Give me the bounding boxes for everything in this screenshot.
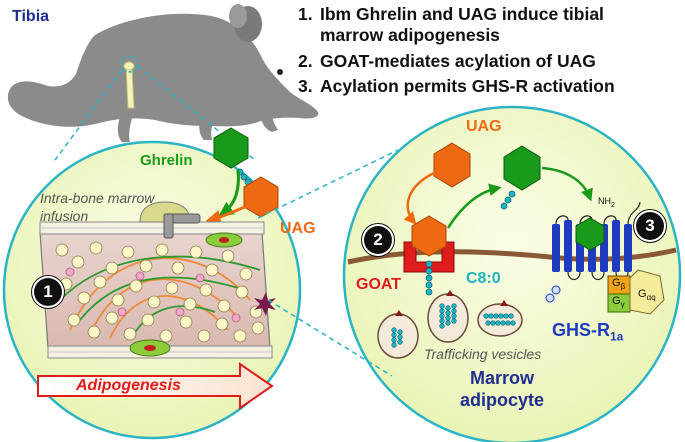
ghrelin-arrow-left (218, 169, 240, 217)
ghsr-text: GHS-R (552, 320, 610, 340)
step-3-number: 3. (298, 76, 313, 96)
ghrelin-hexagon-left (213, 127, 256, 191)
uag-hexagon-right-top (433, 142, 471, 188)
nh2-subscript: 2 (611, 201, 615, 209)
g-beta-subscript: β (620, 282, 626, 292)
adipogenesis-arrow (37, 362, 274, 410)
nh2-label: NH2 (598, 196, 615, 209)
ghrelin-label-left: Ghrelin (140, 152, 193, 169)
step-2: 2. GOAT-mediates acylation of UAG (298, 51, 596, 72)
step-2-text: GOAT-mediates acylation of UAG (320, 51, 596, 71)
ghsr-receptor (545, 201, 641, 303)
c80-label: C8:0 (466, 270, 501, 287)
ghsr-subscript: 1a (610, 329, 624, 344)
g-alpha-text: G (638, 288, 647, 300)
ghrelin-hexagon-right (500, 145, 541, 210)
right-panel-circle (342, 105, 682, 442)
step-1-text-line2: marrow adipogenesis (320, 25, 500, 45)
step-3: 3. Acylation permits GHS-R activation (298, 76, 615, 97)
step-badge-1: 1 (34, 278, 62, 306)
tibia-connector-left (54, 69, 123, 161)
adipogenesis-label: Adipogenesis (76, 377, 181, 394)
uag-to-goat-arrow (403, 170, 437, 225)
g-alpha-label: Gαq (638, 288, 656, 302)
uag-label-right: UAG (466, 118, 502, 135)
step-1-text: Ibm Ghrelin and UAG induce tibial (320, 4, 604, 24)
g-beta-text: G (612, 277, 621, 289)
step-badge-2: 2 (364, 226, 392, 254)
trafficking-label: Trafficking vesicles (424, 346, 542, 362)
g-beta-label: Gβ (612, 277, 625, 291)
trafficking-vesicles (377, 290, 523, 359)
g-gamma-label: Gγ (612, 295, 625, 309)
goat-label: GOAT (356, 276, 402, 293)
step-1: 1. Ibm Ghrelin and UAG induce tibial (298, 4, 604, 25)
marrow-label: Marrow (470, 368, 535, 388)
step-badge-3: 3 (636, 212, 664, 240)
uag-label-left: UAG (280, 220, 316, 237)
goat-to-ghrelin-arrow (446, 183, 502, 229)
panel-connector-bottom (267, 299, 393, 377)
goat-enzyme (403, 215, 455, 296)
tibia-label: Tibia (12, 8, 50, 25)
step-3-text: Acylation permits GHS-R activation (320, 76, 615, 96)
adipocyte-label: adipocyte (460, 390, 545, 410)
step-2-number: 2. (298, 51, 313, 71)
g-gamma-subscript: γ (620, 300, 625, 310)
bone-marrow-section (39, 221, 276, 359)
g-alpha-subscript: αq (646, 293, 656, 303)
nh2-text: NH (598, 196, 611, 206)
panel-connector-top (257, 149, 399, 219)
tibia-connector-right (136, 65, 256, 161)
g-protein-complex (607, 269, 665, 315)
ghsr-label: GHS-R1a (552, 320, 623, 344)
uag-arrow-left (205, 203, 251, 225)
g-gamma-text: G (612, 295, 621, 307)
infusion-label-line2: infusion (40, 208, 89, 224)
mouse-illustration (7, 4, 319, 142)
step-1-number: 1. (298, 4, 313, 24)
ghrelin-to-receptor-arrow (541, 166, 593, 202)
infusion-label: Intra-bone marrow (40, 190, 155, 206)
infusion-cannula (139, 201, 201, 239)
